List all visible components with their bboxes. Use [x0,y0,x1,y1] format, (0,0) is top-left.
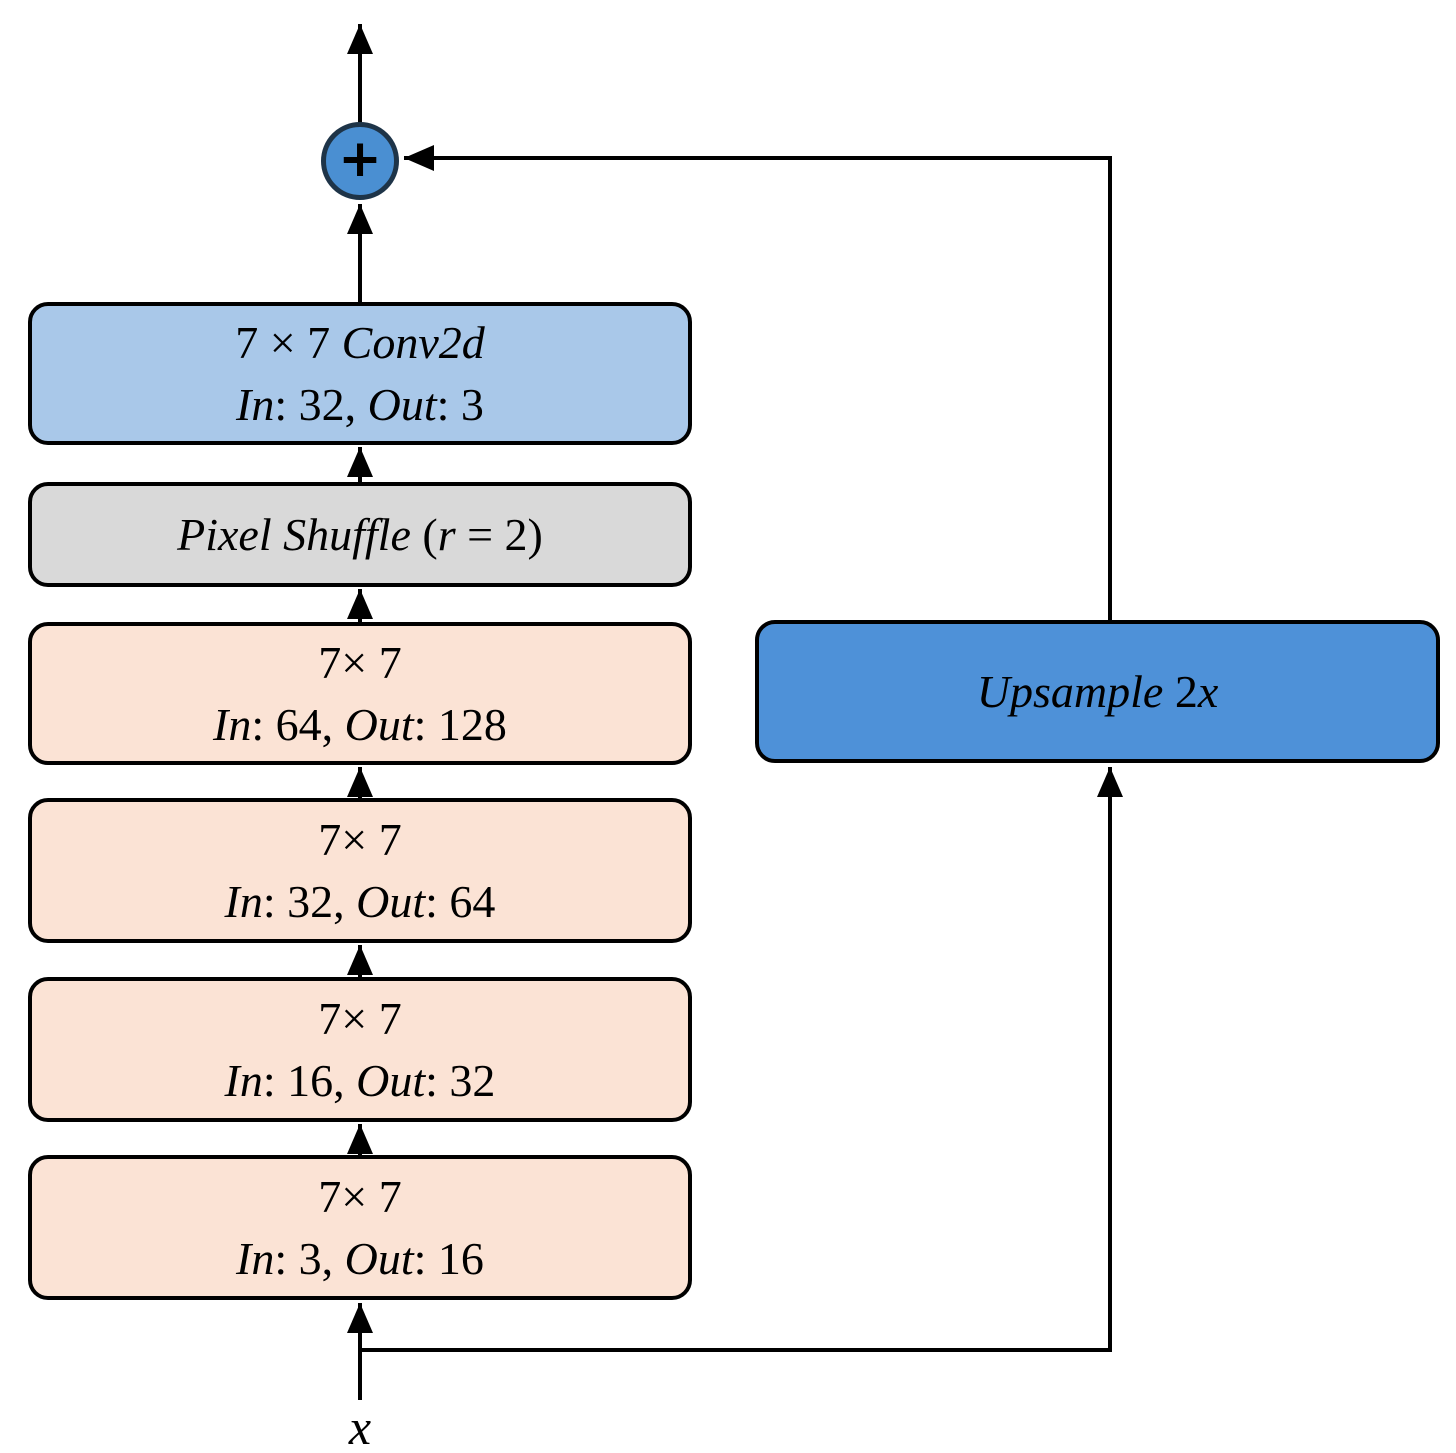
block-label-line: 7× 7 [318,809,401,871]
label-part: : 3 [436,378,484,430]
block-label-line: Upsample 2x [977,661,1218,723]
label-part: : 128 [413,698,507,750]
label-part: : 16 [413,1232,484,1284]
block-label-line: In: 64, Out: 128 [213,694,507,756]
label-part: : 32, [274,378,368,430]
conv-block-4: 7× 7 In: 64, Out: 128 [28,622,692,765]
label-part: : 32 [425,1054,496,1106]
block-label-line: 7 × 7 Conv2d [235,312,485,374]
label-part: = 2) [455,508,543,560]
conv-block-2: 7× 7 In: 16, Out: 32 [28,977,692,1122]
label-part: 7× 7 [318,992,402,1044]
block-label-line: 7× 7 [318,988,401,1050]
output-conv-block: 7 × 7 Conv2d In: 32, Out: 3 [28,302,692,445]
block-label-line: In: 16, Out: 32 [225,1050,496,1112]
upsample-block: Upsample 2x [755,620,1440,763]
block-label-line: 7× 7 [318,1166,401,1228]
label-part: In [236,378,275,430]
label-part: Out [344,1232,414,1284]
label-part: Out [367,378,437,430]
label-part: 7× 7 [318,1170,402,1222]
plus-symbol: + [338,129,382,189]
pixel-shuffle-block: Pixel Shuffle (r = 2) [28,482,692,587]
label-part: In [213,698,252,750]
block-label-line: In: 32, Out: 3 [236,374,484,436]
arrow-input-to-upsample [362,767,1123,1352]
label-part: : 16, [262,1054,357,1106]
arrow-upsample-to-sum [404,145,1112,622]
label-part: Out [344,698,414,750]
label-part: Out [356,875,426,927]
label-part: : 64 [425,875,496,927]
label-part: : 3, [274,1232,345,1284]
label-part: 2 [1174,665,1198,717]
block-label-line: Pixel Shuffle (r = 2) [177,504,543,566]
label-part: x [1197,665,1219,717]
label-part: 7× 7 [318,636,402,688]
label-part: : 32, [262,875,357,927]
conv-block-1: 7× 7 In: 3, Out: 16 [28,1155,692,1300]
label-part: : 64, [251,698,345,750]
sum-node: + [321,122,399,200]
label-part: r [437,508,456,560]
block-label-line: In: 32, Out: 64 [225,871,496,933]
label-part: Conv2d [341,316,485,368]
label-part: Out [356,1054,426,1106]
label-part: In [224,1054,263,1106]
label-part: Pixel Shuffle [177,508,423,560]
label-part: 7× 7 [318,813,402,865]
label-part: In [236,1232,275,1284]
block-label-line: 7× 7 [318,632,401,694]
input-label: x [348,1399,372,1453]
block-label-line: In: 3, Out: 16 [236,1228,484,1290]
label-part: 7 × 7 [235,316,342,368]
label-part: In [224,875,263,927]
conv-block-3: 7× 7 In: 32, Out: 64 [28,798,692,943]
label-part: ( [422,508,438,560]
label-part: Upsample [976,665,1175,717]
